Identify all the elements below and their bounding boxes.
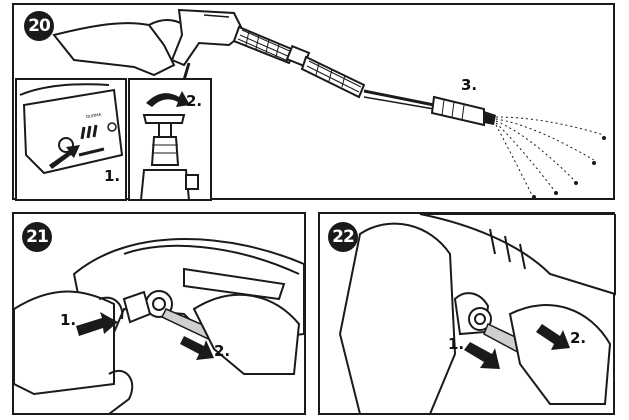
- step-label: 2.: [186, 92, 203, 110]
- pull-arrow-icon: [180, 336, 214, 360]
- figure-number-badge: 21: [22, 222, 52, 252]
- push-arrow-icon: [76, 312, 118, 336]
- step-label: 2.: [214, 342, 231, 360]
- figure-21-illustration: [14, 238, 305, 415]
- machine-panel: [22, 88, 124, 175]
- figure-number-badge: 22: [328, 222, 358, 252]
- machine-housing: [419, 214, 616, 296]
- figure-22-illustration: [338, 214, 616, 415]
- right-hand: [192, 293, 301, 375]
- tap-handle: [142, 114, 186, 124]
- lance-braid: [237, 29, 293, 62]
- figure-20-panel: 20 1. 2. 3. DUOMA: [12, 3, 615, 201]
- nozzle: [430, 95, 485, 127]
- lance-rod: [363, 89, 435, 107]
- step-label: 2.: [570, 329, 587, 347]
- step-label: 1.: [448, 335, 465, 353]
- hand-shape: [52, 22, 176, 77]
- tap-connector: [150, 136, 180, 166]
- right-hand: [508, 304, 612, 405]
- pull-arrow-icon: [536, 324, 570, 350]
- push-arrow-icon: [464, 342, 500, 369]
- water-spray-icon: [495, 116, 605, 196]
- figure-21-panel: 21 1. 2.: [12, 212, 306, 415]
- figure-20-illustration: [15, 8, 606, 201]
- figure-22-panel: 22 1. 2.: [318, 212, 616, 415]
- figure-number-badge: 20: [24, 11, 54, 41]
- step-label: 1.: [60, 311, 77, 329]
- step-label: 3.: [461, 76, 478, 94]
- left-hand: [338, 222, 457, 415]
- left-hand: [14, 290, 115, 396]
- push-arrow-icon: [49, 145, 80, 169]
- turn-arrow-icon: [146, 91, 190, 107]
- step-label: 1.: [104, 167, 121, 185]
- spray-gun-body: [170, 8, 246, 67]
